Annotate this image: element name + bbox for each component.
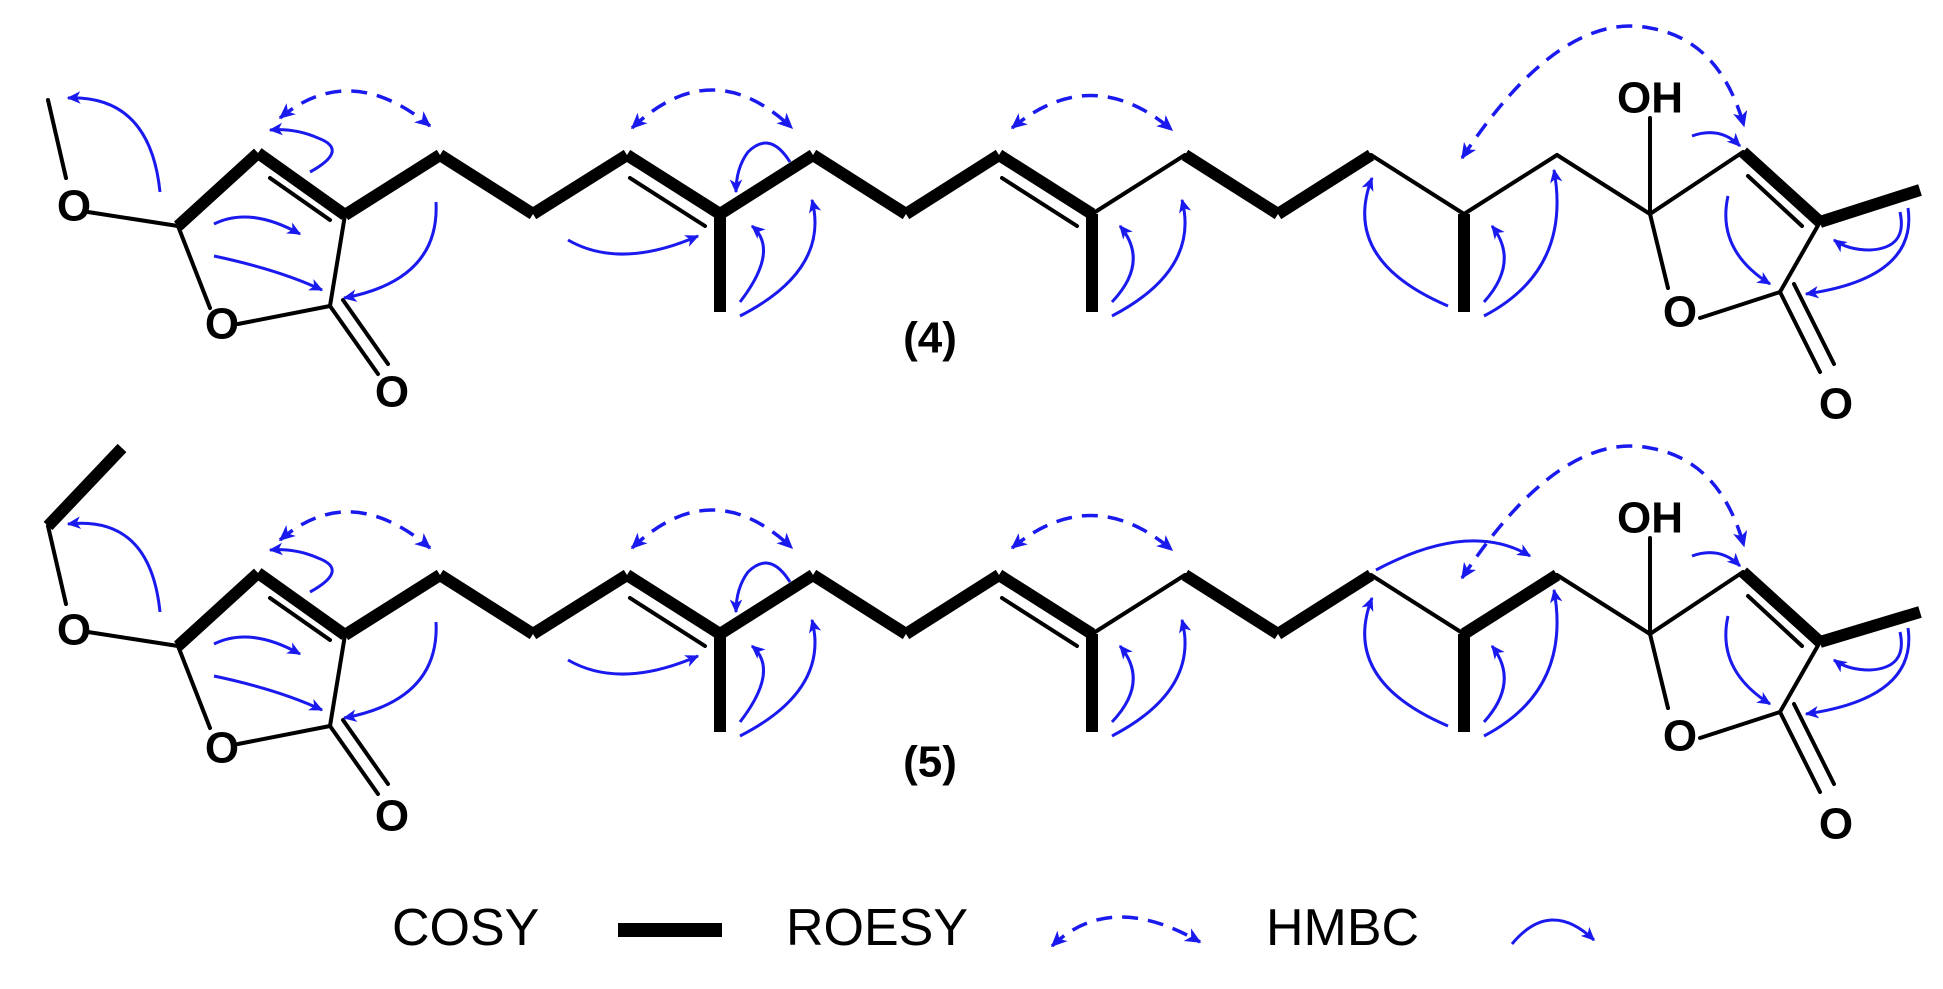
- legend: COSY ROESY HMBC: [392, 899, 1596, 957]
- molecule-4: O O O OH O O: [46, 24, 1922, 429]
- atom-oh: OH: [1617, 494, 1683, 543]
- atom-o-ether: O: [57, 182, 91, 231]
- atom-o-ring-right: O: [1663, 288, 1697, 337]
- molecule-5: O O O OH O O: [43, 443, 1922, 849]
- atom-o-carbonyl-right: O: [1819, 800, 1853, 849]
- molecule-5-bonds: [43, 443, 1922, 796]
- molecule-5-hmbc-correlations: [66, 516, 1911, 738]
- molecule-4-roesy-correlations: [278, 24, 1748, 160]
- molecule-4-atoms: O O O OH O O: [57, 74, 1853, 429]
- molecule-5-atoms: O O O OH O O: [57, 494, 1853, 849]
- legend-roesy-arrow-sample: [1050, 915, 1202, 948]
- atom-o-ring-right: O: [1663, 712, 1697, 761]
- atom-oh: OH: [1617, 74, 1683, 123]
- atom-o-ring-left: O: [205, 724, 239, 773]
- atom-o-carbonyl-left: O: [375, 792, 409, 841]
- legend-roesy-label: ROESY: [786, 899, 968, 957]
- compound-label-5: (5): [903, 738, 957, 787]
- atom-o-ether: O: [57, 606, 91, 655]
- legend-hmbc-arrow-sample: [1510, 918, 1596, 945]
- legend-hmbc-label: HMBC: [1266, 899, 1419, 957]
- compound-label-4: (4): [903, 314, 957, 363]
- molecule-5-roesy-correlations: [278, 444, 1748, 580]
- atom-o-ring-left: O: [205, 300, 239, 349]
- atom-o-carbonyl-right: O: [1819, 380, 1853, 429]
- atom-o-carbonyl-left: O: [375, 368, 409, 417]
- legend-cosy-label: COSY: [392, 899, 539, 957]
- molecule-4-hmbc-correlations: [66, 91, 1911, 318]
- molecule-4-bonds: [46, 98, 1922, 376]
